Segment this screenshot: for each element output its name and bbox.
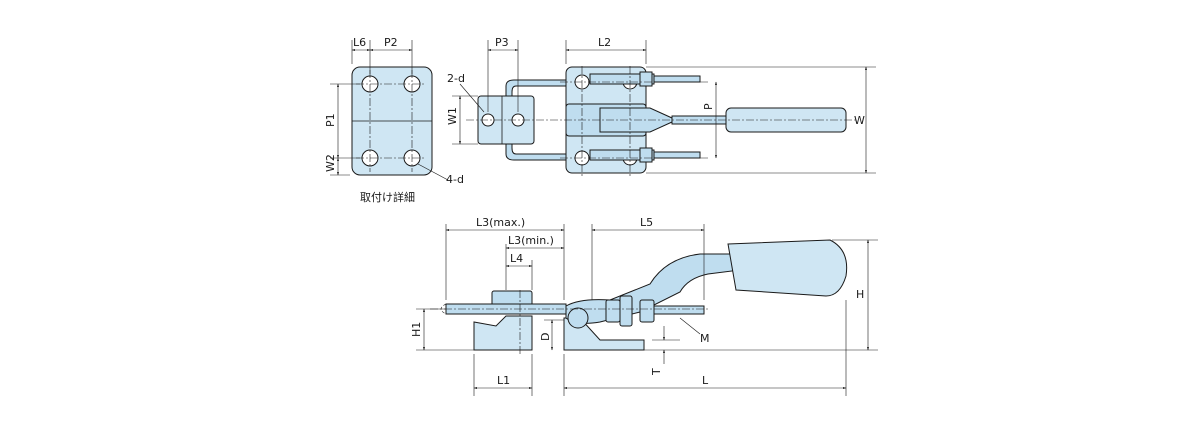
top-view: P3 L2 2-d W1 P W	[446, 36, 876, 176]
dim-label-p3: P3	[495, 36, 509, 49]
dim-label-l3min: L3(min.)	[508, 234, 554, 247]
handle-grip-side	[727, 239, 848, 297]
dim-label-l5: L5	[640, 216, 653, 229]
dim-label-m: M	[700, 332, 710, 345]
dim-label-l2: L2	[598, 36, 611, 49]
dim-label-w: W	[854, 114, 865, 127]
dim-label-h: H	[856, 288, 864, 301]
dim-label-p1: P1	[324, 113, 337, 127]
dim-label-2d: 2-d	[447, 72, 465, 85]
dim-label-w1: W1	[446, 107, 459, 125]
dim-label-d: D	[539, 333, 552, 341]
dim-label-p: P	[702, 103, 715, 110]
dim-label-l3max: L3(max.)	[476, 216, 525, 229]
dim-label-w2: W2	[324, 154, 337, 172]
dim-label-l: L	[702, 374, 709, 387]
dim-label-p2: P2	[384, 36, 398, 49]
mounting-detail-caption: 取付け詳細	[360, 190, 415, 204]
dim-label-l6: L6	[353, 36, 366, 49]
dim-label-l1: L1	[497, 374, 510, 387]
dim-label-t: T	[650, 368, 663, 376]
side-view: L3(max.) L3(min.) L4 L5 H H1 D M	[410, 216, 878, 396]
mounting-detail-view: L6 P2 P1 W2 4-d 取付け詳細	[324, 36, 464, 204]
dim-label-l4: L4	[510, 252, 523, 265]
hook-base	[473, 315, 533, 351]
dim-label-h1: H1	[410, 322, 423, 337]
dim-label-4d: 4-d	[446, 173, 464, 186]
